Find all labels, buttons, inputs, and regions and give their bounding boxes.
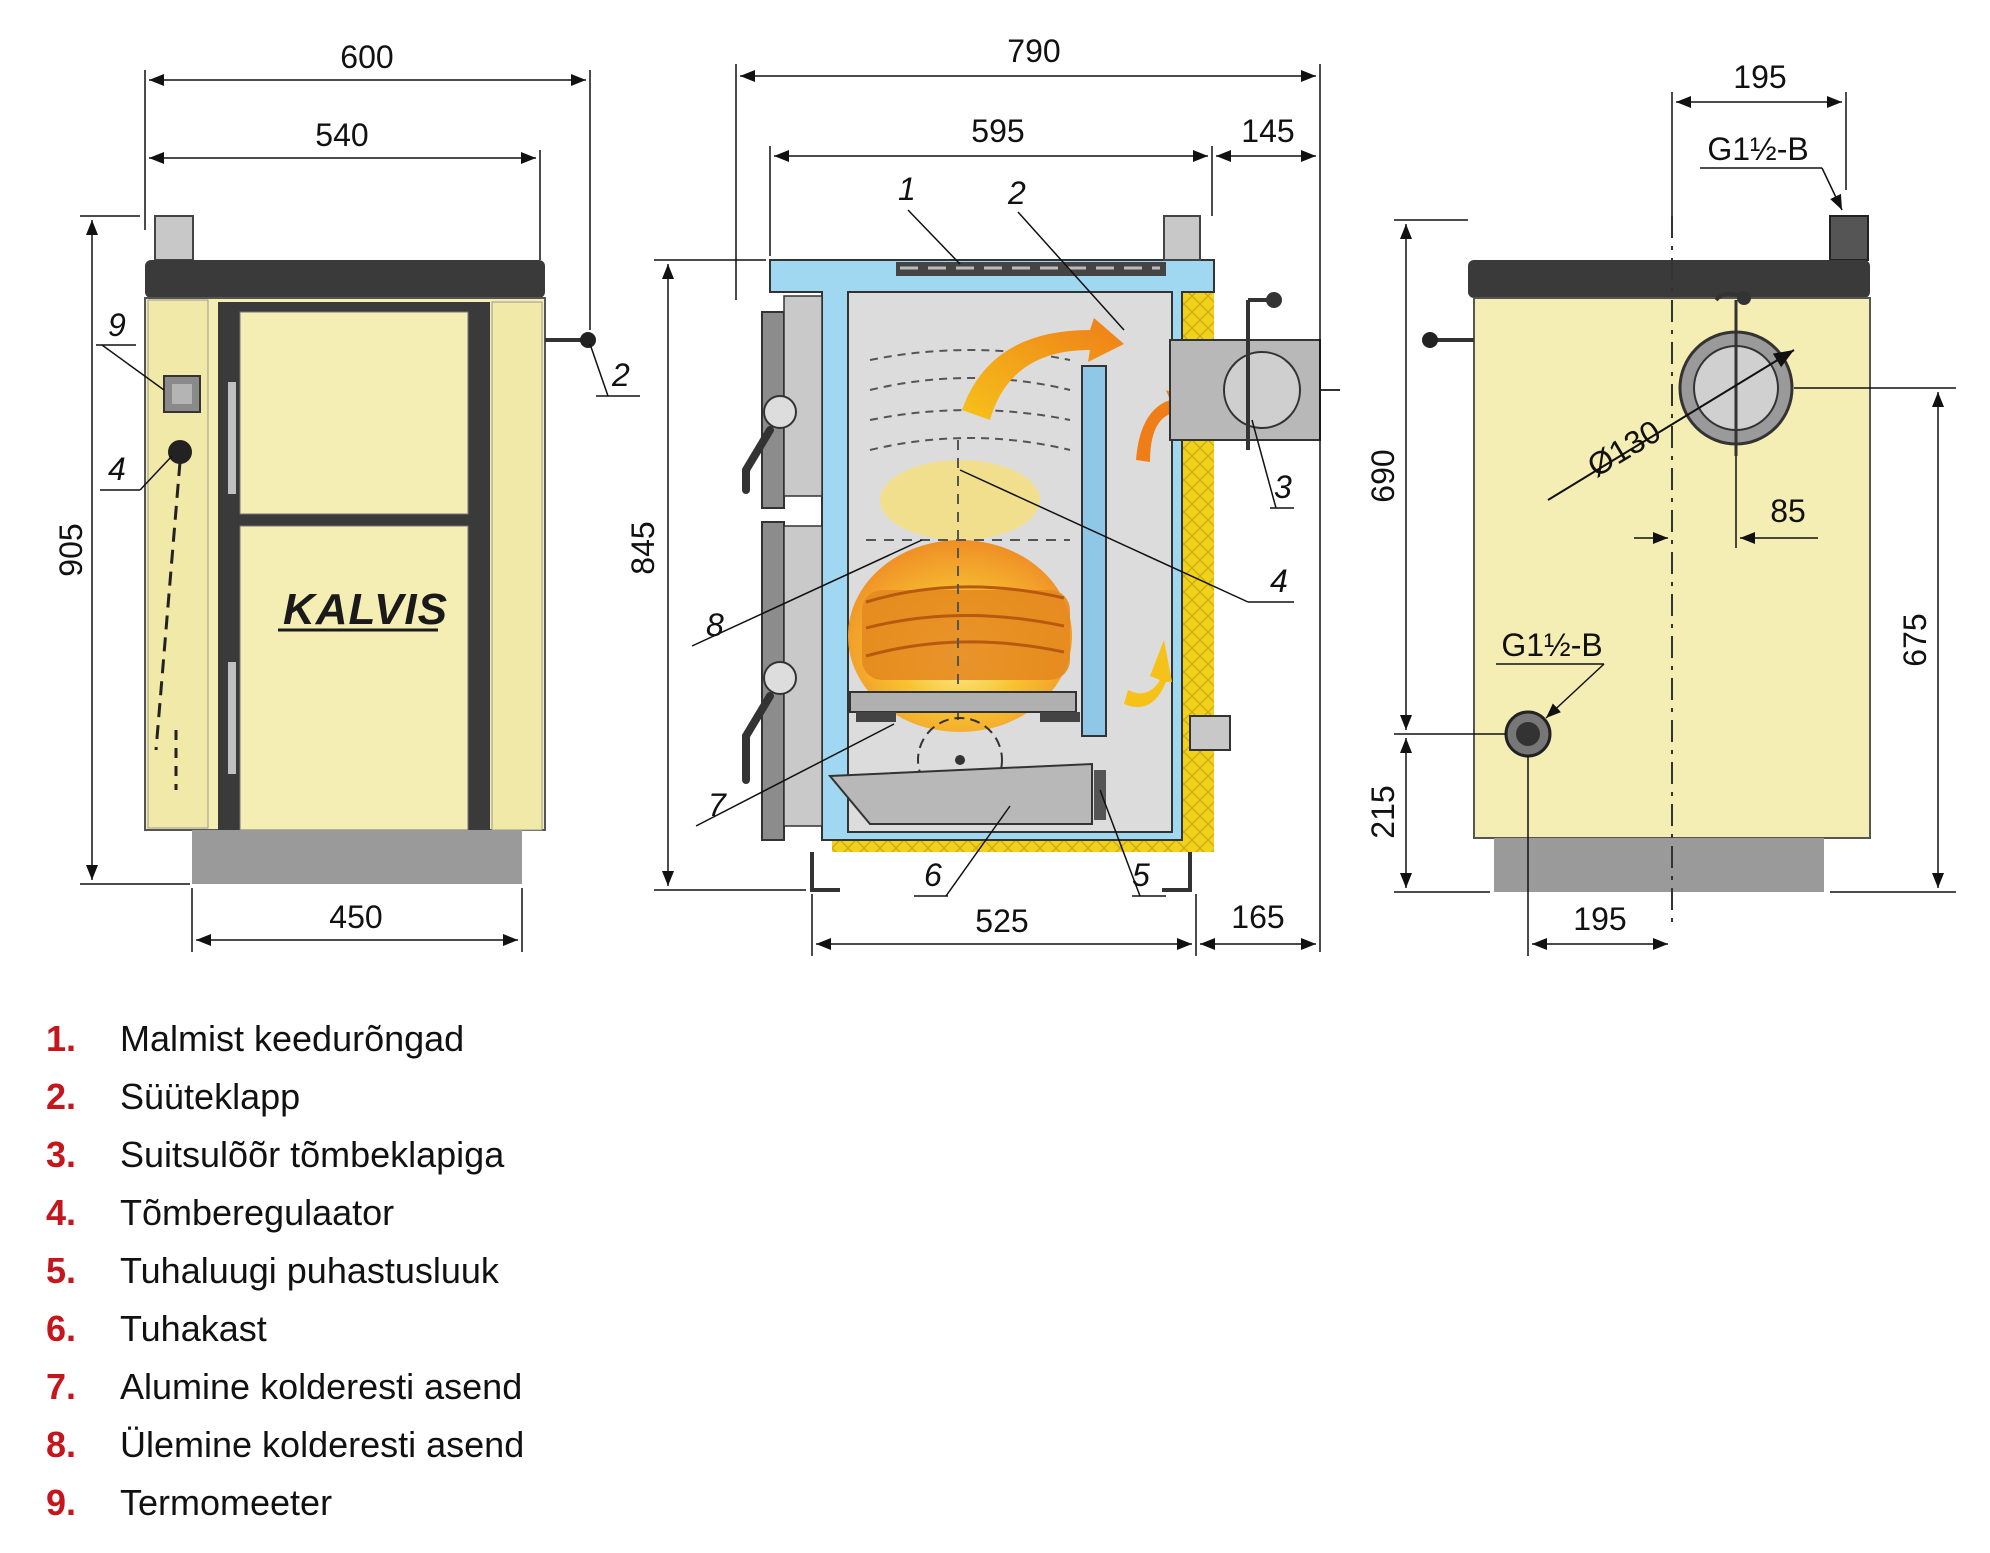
front-total-width: 600	[340, 39, 393, 75]
callout-1: 1	[898, 171, 916, 207]
side-bottom-offset: 195	[1573, 901, 1626, 937]
legend-item: 9. Termomeeter	[46, 1474, 746, 1532]
legend-number: 5.	[46, 1250, 77, 1291]
side-top-connection: G1½-B	[1707, 131, 1808, 167]
front-base-width: 450	[329, 899, 382, 935]
legend-label: Tuhaluugi puhastusluuk	[120, 1250, 499, 1291]
callout-3: 3	[1274, 469, 1292, 505]
legend-number: 2.	[46, 1076, 77, 1117]
section-flue-depth: 165	[1231, 899, 1284, 935]
legend-item: 3. Suitsulõõr tõmbeklapiga	[46, 1126, 746, 1184]
legend-number: 4.	[46, 1192, 77, 1233]
section-body-width: 595	[971, 113, 1024, 149]
legend-number: 1.	[46, 1018, 77, 1059]
legend-number: 7.	[46, 1366, 77, 1407]
callout-8: 8	[706, 607, 724, 643]
side-bottom-connection: G1½-B	[1501, 627, 1602, 663]
front-body-width: 540	[315, 117, 368, 153]
front-dimensions: 600 540 905 450 9 4 2	[53, 39, 640, 952]
callout-4-section: 4	[1270, 563, 1288, 599]
side-bottom-height: 215	[1365, 785, 1401, 838]
front-height: 905	[53, 523, 89, 576]
side-height-right: 675	[1897, 613, 1933, 666]
side-view	[1422, 215, 1871, 930]
draft-regulator-knob	[168, 440, 192, 464]
boiler-technical-drawing: KALVIS 600 540 905 450 9 4 2	[53, 33, 1956, 956]
legend-label: Suitsulõõr tõmbeklapiga	[120, 1134, 505, 1175]
flow-arrow-icon	[962, 318, 1124, 420]
legend-number: 6.	[46, 1308, 77, 1349]
front-view: KALVIS	[144, 215, 596, 884]
side-top-offset: 195	[1733, 59, 1786, 95]
section-view	[742, 215, 1340, 892]
legend-label: Tuhakast	[120, 1308, 267, 1349]
callout-6: 6	[924, 857, 942, 893]
legend-item: 6. Tuhakast	[46, 1300, 746, 1358]
legend-number: 3.	[46, 1134, 77, 1175]
legend-item: 4. Tõmberegulaator	[46, 1184, 746, 1242]
callout-4-front: 4	[108, 451, 126, 487]
parts-legend: 1. Malmist keedurõngad 2. Süüteklapp 3. Sui…	[46, 1010, 746, 1532]
section-flue-offset: 145	[1241, 113, 1294, 149]
legend-item: 5. Tuhaluugi puhastusluuk	[46, 1242, 746, 1300]
legend-label: Tõmberegulaator	[120, 1192, 395, 1233]
legend-label: Alumine kolderesti asend	[120, 1366, 523, 1407]
legend-item: 7. Alumine kolderesti asend	[46, 1358, 746, 1416]
legend-number: 8.	[46, 1424, 77, 1465]
section-base-width: 525	[975, 903, 1028, 939]
section-height: 845	[625, 521, 661, 574]
callout-2-section: 2	[1007, 175, 1026, 211]
legend-item: 1. Malmist keedurõngad	[46, 1010, 746, 1068]
legend-item: 8. Ülemine kolderesti asend	[46, 1416, 746, 1474]
legend-label: Malmist keedurõngad	[120, 1018, 465, 1059]
side-flue-offset: 85	[1770, 493, 1806, 529]
section-dimensions: 790 595 145 845 525 165 1 2 3 4 5 6 7	[625, 33, 1321, 956]
section-total-width: 790	[1007, 33, 1060, 69]
callout-7: 7	[708, 787, 727, 823]
legend-number: 9.	[46, 1482, 77, 1523]
legend-item: 2. Süüteklapp	[46, 1068, 746, 1126]
brand-logo: KALVIS	[283, 585, 448, 634]
callout-9: 9	[108, 307, 126, 343]
callout-5: 5	[1132, 857, 1150, 893]
side-height-flue: 690	[1365, 449, 1401, 502]
legend-label: Ülemine kolderesti asend	[120, 1424, 525, 1465]
legend-label: Termomeeter	[120, 1482, 333, 1523]
legend-label: Süüteklapp	[120, 1076, 301, 1117]
flow-arrow-icon	[1124, 640, 1172, 708]
callout-2-front: 2	[611, 357, 630, 393]
